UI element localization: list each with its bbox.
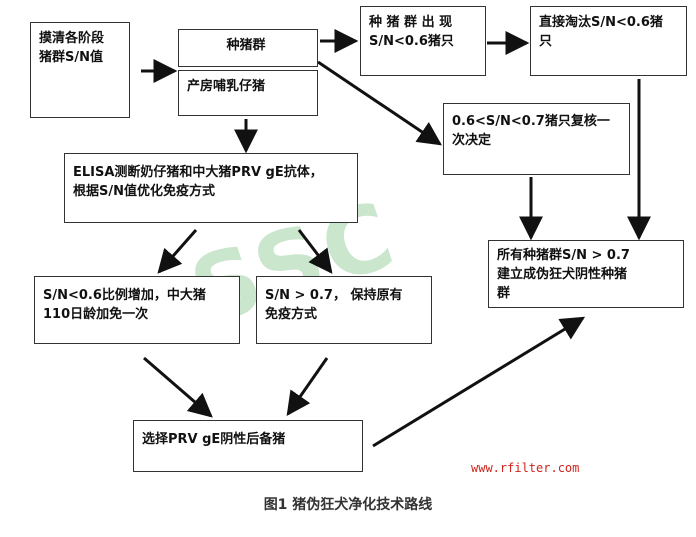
box-elisa-test: ELISA测断奶仔猪和中大猪PRV gE抗体， 根据S/N值优化免疫方式 (64, 153, 358, 223)
box-breeding-herd: 种猪群 (178, 29, 318, 67)
arrow-b7-b10 (297, 229, 333, 274)
arrow-b7-b9 (157, 229, 198, 274)
arrow-b9-b11 (143, 356, 213, 418)
figure-caption: 图1 猪伪狂犬净化技术路线 (263, 497, 433, 513)
box-assess-sn: 摸清各阶段 猪群S/N值 (30, 22, 130, 118)
source-url[interactable]: www.rfilter.com (471, 461, 580, 475)
box-select-negative-gilts: 选择PRV gE阴性后备猪 (133, 420, 363, 472)
box-farrowing-piglets: 产房哺乳仔猪 (178, 70, 318, 116)
box-breeders-low-sn: 种 猪 群 出 现 S/N<0.6猪只 (360, 6, 486, 76)
box-keep-vaccination: S/N > 0.7， 保持原有 免疫方式 (256, 276, 432, 344)
box-cull-low-sn: 直接淘汰S/N<0.6猪 只 (530, 6, 687, 76)
arrow-b10-b11 (286, 357, 329, 416)
arrow-b2-b6 (317, 60, 442, 146)
box-boost-vaccination: S/N<0.6比例增加，中大猪 110日龄加免一次 (34, 276, 240, 344)
box-all-breeders-negative: 所有种猪群S/N > 0.7 建立成伪狂犬阴性种猪 群 (488, 240, 684, 308)
arrow-b11-b8 (372, 316, 586, 448)
box-recheck-mid-sn: 0.6<S/N<0.7猪只复核一 次决定 (443, 103, 630, 175)
